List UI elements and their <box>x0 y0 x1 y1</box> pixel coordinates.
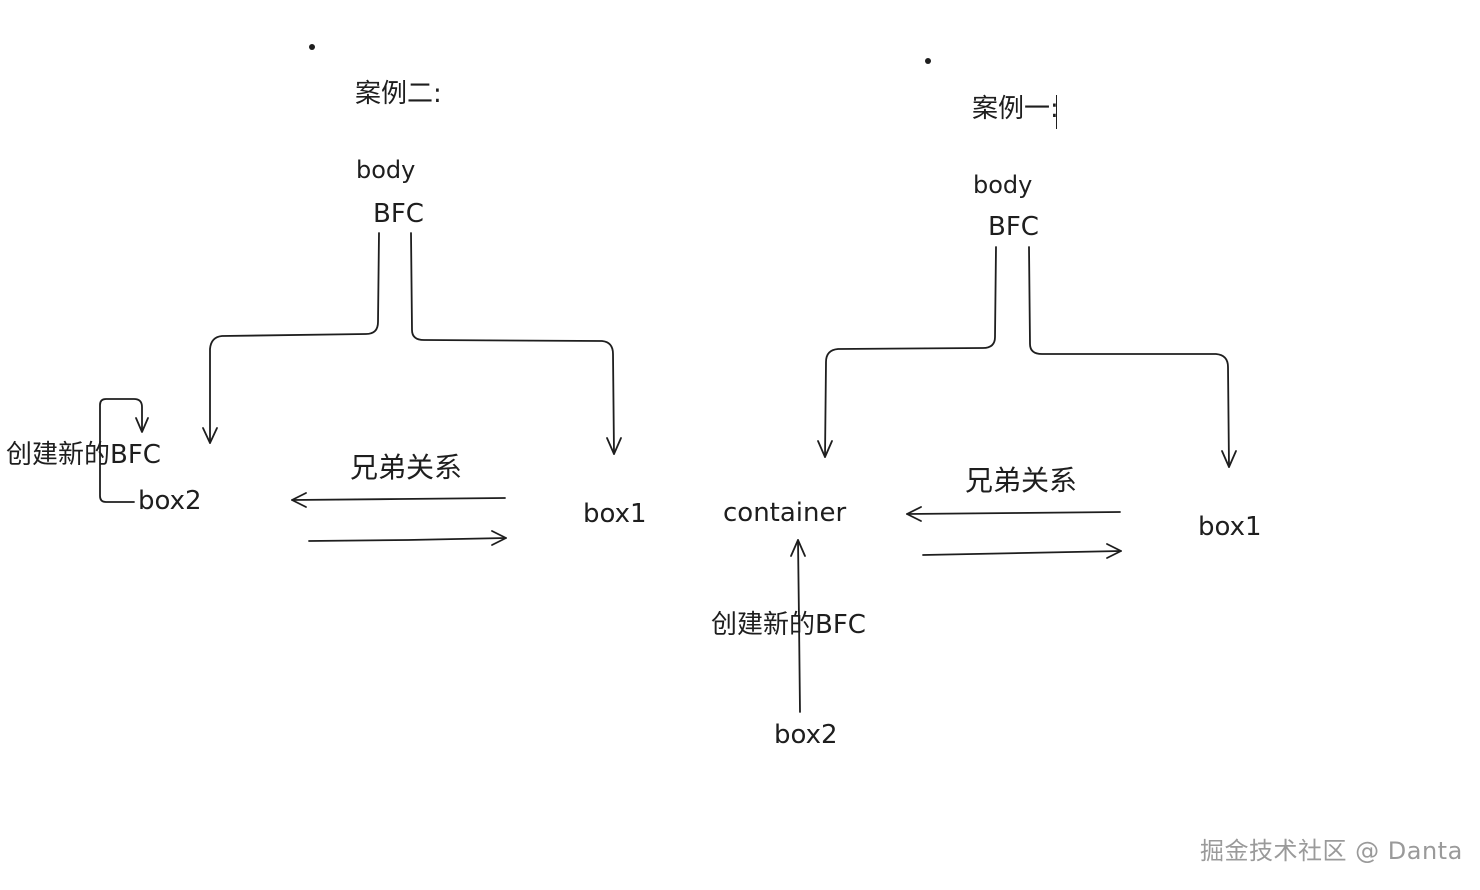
case-one-bfc-label: BFC <box>988 212 1039 242</box>
case-one-box2-to-container-arrowhead <box>790 539 806 557</box>
case-one-title: 案例一: <box>972 94 1059 124</box>
case-two-box1-arrowhead <box>606 437 622 455</box>
text-cursor <box>1056 95 1057 129</box>
case-one-body-label: body <box>973 171 1033 199</box>
case-one-bfc-to-box1-connector <box>1028 246 1230 468</box>
case-two-body-label: body <box>356 156 416 184</box>
case-two-bfc-to-box2-connector <box>209 232 380 444</box>
case-two-box2-label: box2 <box>138 486 202 516</box>
case-two-box2-arrowhead <box>202 427 218 444</box>
case-two-bfc-label: BFC <box>373 199 424 229</box>
case-one-bullet <box>925 58 931 64</box>
case-one-box1-label: box1 <box>1198 512 1262 542</box>
case-two-create-bfc-label: 创建新的BFC <box>6 440 161 470</box>
case-two-sibling-arrow-left <box>291 497 506 501</box>
case-two-sibling-label: 兄弟关系 <box>350 451 463 484</box>
case-one-box2-to-container-arrow <box>797 539 801 713</box>
case-two-sibling-arrow-right-head <box>491 530 507 546</box>
case-two-bfc-to-box1-connector <box>410 232 615 455</box>
case-one-sibling-arrow-right <box>922 550 1122 556</box>
case-one-create-bfc-label: 创建新的BFC <box>711 610 866 640</box>
case-two-bullet <box>309 44 315 50</box>
case-one-box2-label: box2 <box>774 720 838 750</box>
case-two-sibling-arrow-left-head <box>291 492 307 508</box>
case-two-self-loop <box>99 398 143 503</box>
case-two-box1-label: box1 <box>583 499 647 529</box>
case-one-sibling-arrow-right-head <box>1106 543 1122 559</box>
case-two-sibling-arrow-right <box>308 537 507 542</box>
case-one-sibling-label: 兄弟关系 <box>965 464 1078 497</box>
case-one-sibling-arrow-left-head <box>906 506 922 522</box>
case-two-title: 案例二: <box>355 79 442 109</box>
case-two-self-loop-arrowhead <box>135 417 149 433</box>
case-one-sibling-arrow-left <box>906 511 1121 515</box>
case-one-box1-arrowhead <box>1221 450 1237 468</box>
case-one-container-arrowhead <box>817 440 833 458</box>
case-one-bfc-to-container-connector <box>824 246 997 458</box>
watermark-text: 掘金技术社区 @ Danta <box>1200 837 1463 865</box>
case-one-container-label: container <box>723 498 847 528</box>
